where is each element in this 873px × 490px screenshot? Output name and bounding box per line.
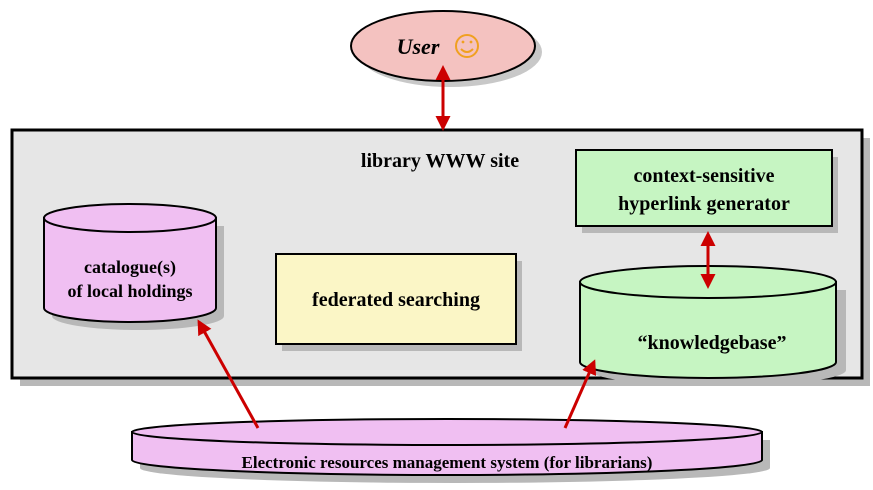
hyperlink-generator-line2: hyperlink generator xyxy=(618,193,790,215)
erms-to-catalogue-arrow xyxy=(197,319,260,429)
catalogue-label-line2: of local holdings xyxy=(67,281,192,301)
erms-to-knowledgebase-arrow xyxy=(563,359,597,429)
library-site-title: library WWW site xyxy=(361,150,519,172)
user-label: User xyxy=(397,34,440,59)
user-node: User xyxy=(350,10,542,87)
federated-searching-label: federated searching xyxy=(312,289,480,311)
knowledgebase-cylinder: “knowledgebase” xyxy=(579,265,846,386)
federated-searching-box: federated searching xyxy=(275,253,522,351)
hyperlink-generator-line1: context-sensitive xyxy=(633,165,774,187)
smiley-icon xyxy=(455,34,479,58)
catalogue-cylinder: catalogue(s) of local holdings xyxy=(43,203,224,330)
hyperlink-generator-box: context-sensitive hyperlink generator xyxy=(575,149,838,233)
knowledgebase-label: “knowledgebase” xyxy=(638,332,787,354)
erms-cylinder: Electronic resources management system (… xyxy=(131,418,770,483)
erms-label: Electronic resources management system (… xyxy=(242,453,653,472)
catalogue-label-line1: catalogue(s) xyxy=(84,257,176,278)
